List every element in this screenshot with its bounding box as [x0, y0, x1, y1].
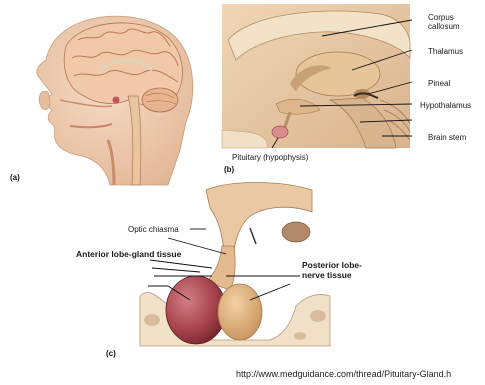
label-optic-chiasma: Optic chiasma	[128, 225, 179, 234]
label-pituitary-hypophysis: Pituitary (hypophysis)	[232, 153, 309, 162]
label-brain-stem: Brain stem	[428, 133, 467, 142]
label-anterior-lobe: Anterior lobe-gland tissue	[76, 249, 182, 259]
label-thalamus: Thalamus	[428, 47, 463, 56]
label-posterior-lobe-line2: nerve tissue	[302, 270, 352, 280]
source-url-caption: http://www.medguidance.com/thread/Pituit…	[236, 369, 451, 379]
head-sagittal-illustration	[37, 16, 193, 185]
brain-midsagittal-closeup	[222, 4, 412, 148]
label-posterior-lobe-line1: Posterior lobe-	[302, 260, 362, 270]
panel-c-label: (c)	[106, 349, 116, 358]
panel-a-label: (a)	[10, 173, 20, 182]
label-pineal: Pineal	[428, 79, 450, 88]
label-corpus-callosum-line2: callosum	[428, 22, 460, 31]
label-corpus-callosum-line1: Corpus	[428, 13, 454, 22]
label-hypothalamus: Hypothalamus	[420, 101, 471, 110]
panel-b-label: (b)	[224, 165, 235, 174]
